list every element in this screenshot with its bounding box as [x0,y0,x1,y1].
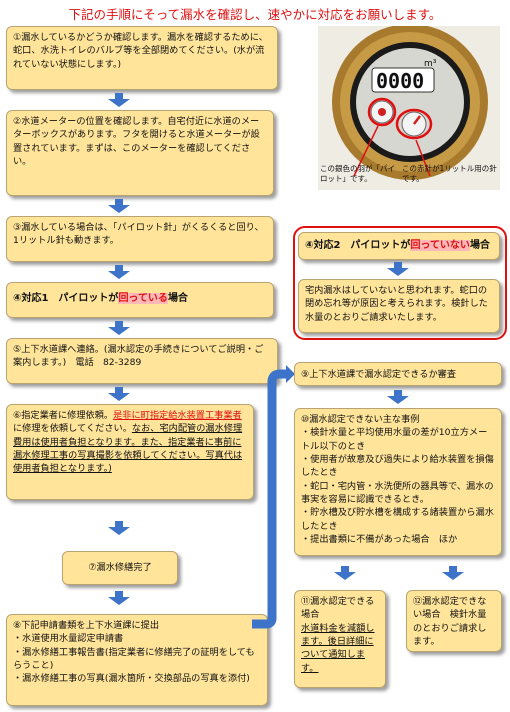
step7-box: ⑦漏水修繕完了 [62,551,178,585]
arrow-down-icon [108,387,130,401]
step8-head: ⑧下記申請書類を上下水道課に提出 [13,620,160,631]
step12-text: ⑫漏水認定できない場合 検針水量のとおりご請求します。 [413,596,487,648]
step1-text: ①漏水しているかどうか確認します。漏水を確認するために、蛇口、水洗トイレのバルブ… [13,32,268,70]
step11-head: ⑪漏水認定できる場合 [301,596,375,621]
step8-item: ・漏水修繕工事報告書(指定業者に修繕完了の証明をしてもらうこと) [13,646,255,672]
step3-box: ③漏水している場合は、「パイロット針」がくるくると回り、1リットル針も動きます。 [6,216,274,262]
step1-box: ①漏水しているかどうか確認します。漏水を確認するために、蛇口、水洗トイレのバルブ… [6,26,278,90]
step5-box: ⑤上下水道課へ連絡。(漏水認定の手続きについてご説明・ご案内します。) 電話 8… [6,338,278,384]
step10-item: ・使用者が故意及び過失により給水装置を損傷したとき [301,454,494,479]
step4-text: ④対応1 パイロットが回っている場合 [13,293,188,304]
case2-result-box: 宅内漏水はしていないと思われます。蛇口の閉め忘れ等が原因と考えられます。検針した… [298,279,500,333]
step8-item: ・漏水修繕工事の写真(漏水箇所・交換部品の写真を添付) [13,673,250,685]
step10-item: ・検針水量と平均使用水量の差が10立方メートル以下のとき [301,427,488,452]
arrow-down-icon [442,566,464,580]
step4-box: ④対応1 パイロットが回っている場合 [6,282,274,318]
step8-box: ⑧下記申請書類を上下水道課に提出 ・水道使用水量認定申請書 ・漏水修繕工事報告書… [6,614,268,706]
case2-frame [293,226,507,340]
meter-unit: m³ [424,59,437,69]
connector-arrow-icon [252,365,295,629]
step8-item: ・水道使用水量認定申請書 [13,633,124,645]
step9-box: ⑨上下水道課で漏水認定できるか審査 [294,362,502,386]
page-title: 下記の手順にそって漏水を確認し、速やかに対応をお願いします。 [68,7,442,22]
arrow-down-icon [108,265,130,279]
meter-reading: 0000 [376,69,424,93]
case2-box: ④対応2 パイロットが回っていない場合 [298,232,500,260]
step10-head: ⑩漏水認定できない主な事例 [301,414,420,425]
arrow-down-icon [387,390,409,404]
pilot-caption: この銀色の羽が「パイロット」です。 [320,164,395,183]
step12-box: ⑫漏水認定できない場合 検針水量のとおりご請求します。 [406,590,502,652]
step11-text: 水道料金を減額します。後日詳細について通知します。 [301,622,375,674]
arrow-down-icon [387,262,409,276]
step10-item: ・蛇口・宅内管・水洗便所の器具等で、漏水の事実を容易に認識できるとき。 [301,480,494,506]
step7-text: ⑦漏水修繕完了 [88,562,152,573]
case2-result-text: 宅内漏水はしていないと思われます。蛇口の閉め忘れ等が原因と考えられます。検針した… [305,285,488,323]
arrow-down-icon [334,566,356,580]
step10-item: ・提出書類に不備があった場合 ほか [301,534,458,546]
step2-text: ②水道メーターの位置を確認します。自宅付近に水道のメーターボックスがあります。フ… [13,116,260,168]
step5-text: ⑤上下水道課へ連絡。(漏水認定の手続きについてご説明・ご案内します。) 電話 8… [13,344,264,369]
liter-needle-caption: この赤針が1リットル用の針です。 [402,164,497,183]
arrow-down-icon [108,321,130,335]
arrow-down-icon [108,199,130,213]
case2-text: ④対応2 パイロットが回っていない場合 [305,240,490,251]
step9-text: ⑨上下水道課で漏水認定できるか審査 [301,369,457,380]
step10-box: ⑩漏水認定できない主な事例 ・検針水量と平均使用水量の差が10立方メートル以下の… [294,408,502,556]
water-meter-icon: 0000 m³ [318,26,500,190]
water-meter-photo: 0000 m³ この銀色の羽が「パイロット」です。 この赤針が1リットル用の針で… [318,26,500,190]
step2-box: ②水道メーターの位置を確認します。自宅付近に水道のメーターボックスがあります。フ… [6,110,274,196]
arrow-down-icon [108,521,130,535]
step3-text: ③漏水している場合は、「パイロット針」がくるくると回り、1リットル針も動きます。 [13,222,264,247]
arrow-down-icon [108,591,130,605]
step11-box: ⑪漏水認定できる場合 水道料金を減額します。後日詳細について通知します。 [294,590,386,688]
step10-item: ・貯水槽及び貯水槽を構成する諸装置から漏水したとき [301,507,494,532]
step6-text: ⑥指定業者に修理依頼。是非に町指定給水装置工事業者に修理を依頼してください。なお… [13,410,243,475]
step6-box: ⑥指定業者に修理依頼。是非に町指定給水装置工事業者に修理を依頼してください。なお… [6,404,254,500]
arrow-down-icon [108,93,130,107]
